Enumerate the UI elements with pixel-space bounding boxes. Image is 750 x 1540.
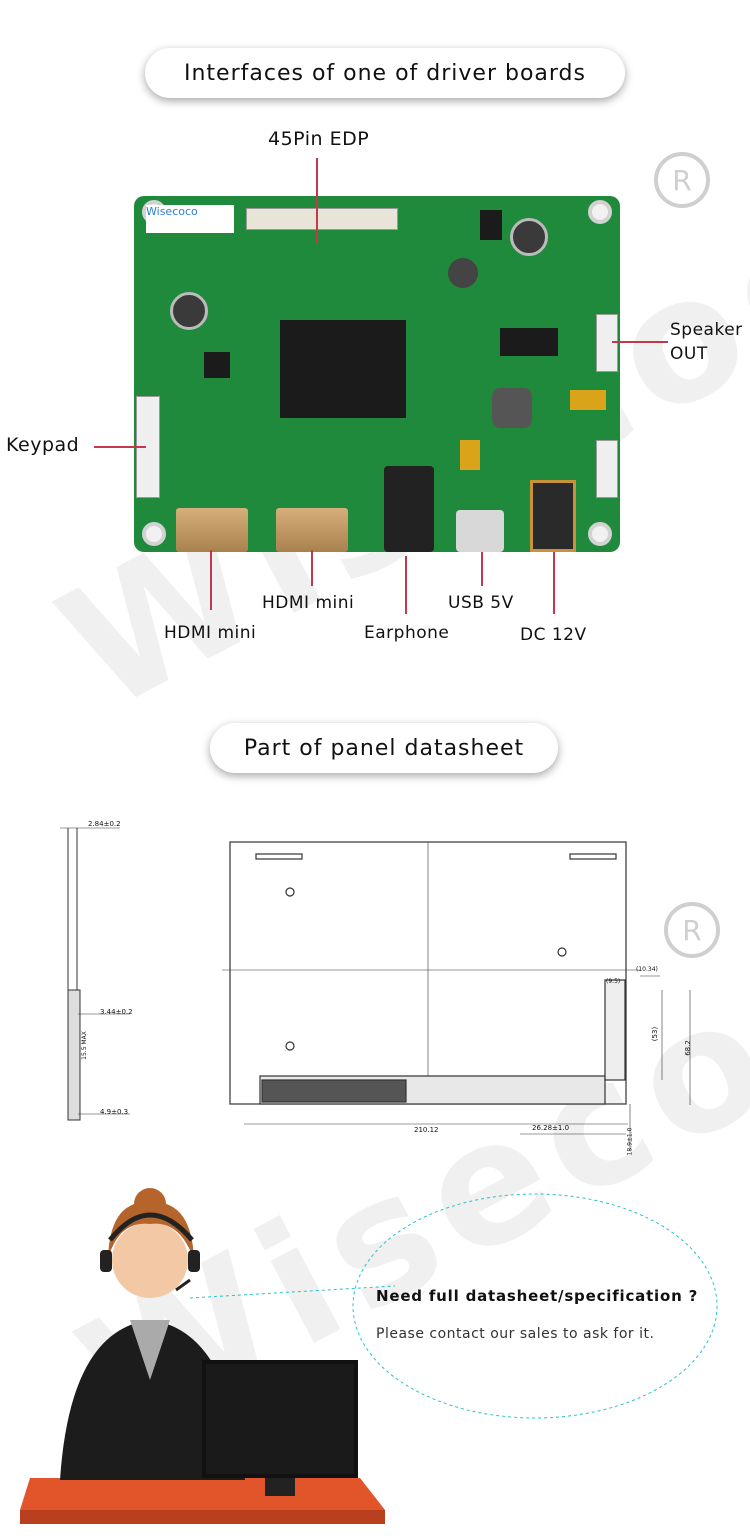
mount-hole <box>142 522 166 546</box>
side-profile <box>60 827 130 1121</box>
label-earphone: Earphone <box>364 623 450 643</box>
board-logo-text: Wisecoco <box>146 205 198 218</box>
registered-icon: R <box>664 902 720 958</box>
usb-leader-line <box>481 552 483 586</box>
capacitor <box>170 292 208 330</box>
person-body <box>60 1320 245 1480</box>
hdmi-port-1 <box>176 508 248 552</box>
usb-port <box>456 510 504 552</box>
main-ic-chip <box>280 320 406 418</box>
earphone-leader-line <box>405 556 407 614</box>
edp-leader-line <box>316 158 318 244</box>
svg-text:R: R <box>672 164 691 197</box>
contact-title: Need full datasheet/specification ? <box>376 1287 699 1305</box>
panel-outline <box>222 841 691 1150</box>
mount-hole <box>588 200 612 224</box>
hdmi1-leader-line <box>210 550 212 610</box>
section-title-text: Part of panel datasheet <box>243 735 525 761</box>
board-logo: Wisecoco <box>146 205 234 233</box>
ic-small <box>480 210 502 240</box>
dim-label: 4.9±0.3 <box>100 1108 129 1116</box>
dim-label: 210.12 <box>414 1126 439 1134</box>
registered-icon: R <box>654 152 710 208</box>
amp-ic-chip <box>500 328 558 356</box>
dim-label: 68.2 <box>683 1040 692 1056</box>
capacitor <box>510 218 548 256</box>
section-title-datasheet: Part of panel datasheet <box>210 723 558 773</box>
customer-service-illustration <box>20 1188 718 1524</box>
contact-text: Please contact our sales to ask for it. <box>376 1326 655 1342</box>
speech-bubble <box>352 1193 718 1419</box>
dim-label: 26.28±1.0 <box>532 1124 570 1132</box>
label-hdmi2: HDMI mini <box>262 593 355 613</box>
dc-jack <box>530 480 576 552</box>
dim-label: (10.34) <box>636 966 658 973</box>
panel-datasheet-drawing <box>60 827 691 1150</box>
tantalum-cap <box>570 390 606 410</box>
inductor <box>492 388 532 428</box>
label-hdmi1: HDMI mini <box>164 623 257 643</box>
label-speaker-line2: OUT <box>670 344 708 364</box>
dim-label: 3.44±0.2 <box>100 1008 133 1016</box>
desk <box>20 1478 385 1510</box>
svg-text:R: R <box>682 914 701 947</box>
label-speaker-line1: Speaker <box>670 320 743 340</box>
tantalum-cap <box>460 440 480 470</box>
mount-hole <box>588 522 612 546</box>
inductor <box>448 258 478 288</box>
section-title-interfaces: Interfaces of one of driver boards <box>145 48 625 98</box>
driver-board-image <box>134 196 620 552</box>
dim-label: 15.5 MAX <box>80 1031 88 1060</box>
label-keypad: Keypad <box>6 434 80 456</box>
earphone-jack <box>384 466 434 552</box>
dim-label: (9.5) <box>606 978 621 985</box>
dim-label: 18.9±1.0 <box>626 1127 634 1156</box>
edp-connector <box>246 208 398 230</box>
headset-icon <box>108 1212 194 1242</box>
hdmi2-leader-line <box>311 550 313 586</box>
keypad-leader-line <box>94 446 146 448</box>
person-head <box>112 1222 188 1298</box>
speaker-connector <box>596 314 618 372</box>
connector-cn5 <box>596 440 618 498</box>
dim-label: 2.84±0.2 <box>88 820 121 828</box>
label-edp: 45Pin EDP <box>268 128 370 150</box>
dc-leader-line <box>553 552 555 614</box>
ic-small <box>204 352 230 378</box>
label-usb: USB 5V <box>448 593 514 613</box>
label-dc: DC 12V <box>520 625 587 645</box>
dim-label: (53) <box>651 1026 660 1042</box>
hdmi-port-2 <box>276 508 348 552</box>
section-title-text: Interfaces of one of driver boards <box>184 60 586 86</box>
speaker-leader-line <box>612 341 668 343</box>
